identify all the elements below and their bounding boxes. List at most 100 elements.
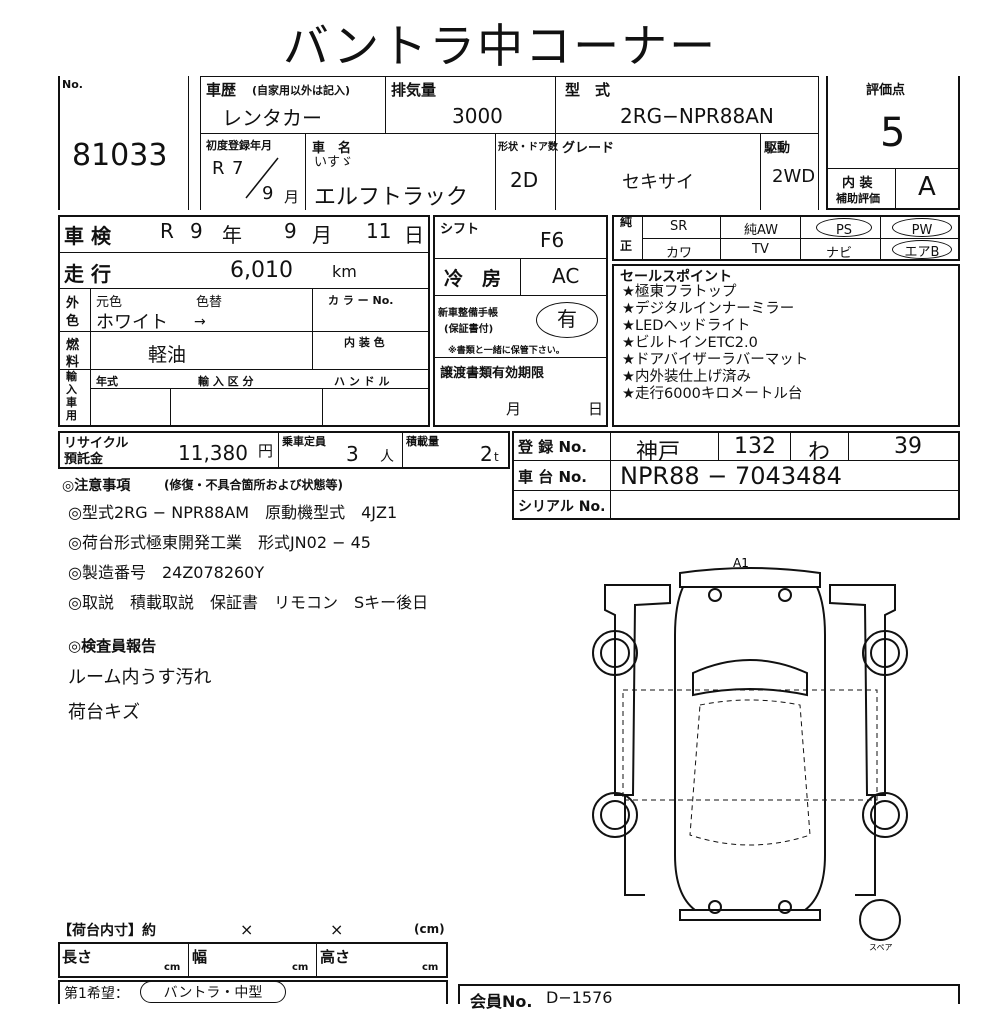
mileage-unit: km xyxy=(332,262,357,281)
history-value: レンタカー xyxy=(222,106,322,130)
change-color-label: 色替 xyxy=(196,295,223,310)
doors-value: 2D xyxy=(510,168,539,192)
capacity-unit: 人 xyxy=(380,449,394,465)
import-class-label: 輸 入 区 分 xyxy=(198,375,254,388)
manual-label: 新車整備手帳 xyxy=(438,308,498,319)
sales-point: ★走行6000キロメートル台 xyxy=(622,386,803,402)
equipment-label-1: 純 xyxy=(620,215,633,229)
first-reg-month: 9 xyxy=(262,183,274,204)
first-reg-month-unit: 月 xyxy=(284,188,300,206)
sales-point: ★デジタルインナーミラー xyxy=(622,301,795,317)
shift-block xyxy=(433,215,608,427)
no-label: No. xyxy=(62,78,83,91)
import-label-2: 入 xyxy=(66,383,77,396)
displacement-value: 3000 xyxy=(452,104,503,128)
fuel-value: 軽油 xyxy=(148,344,187,366)
member-label: 会員No. xyxy=(470,992,533,1011)
inspection-block xyxy=(58,215,430,427)
member-box xyxy=(458,984,960,1004)
car-maker: いすゞ xyxy=(314,155,354,170)
registration-area: 神戸 xyxy=(636,440,681,465)
equip-tv: TV xyxy=(752,242,769,257)
ac-value: AC xyxy=(552,264,580,288)
exterior-label-1: 外 xyxy=(66,296,80,311)
color-arrow: → xyxy=(194,314,206,330)
equip-leather: カワ xyxy=(666,246,693,261)
recycle-block xyxy=(58,431,510,469)
cargo-height-label: 高さ xyxy=(320,948,351,966)
load-value: 2 xyxy=(480,442,493,466)
recycle-label: リサイクル xyxy=(64,436,129,451)
cargo-label: 【荷台内寸】約 xyxy=(58,923,156,939)
interior-label: 内 装 xyxy=(842,176,873,191)
equip-aw: 純AW xyxy=(744,223,779,238)
sales-points-list: ★極東フラトップ ★デジタルインナーミラー ★LEDヘッドライト ★ビルトインE… xyxy=(622,284,808,403)
inspection-year-unit: 年 xyxy=(222,223,242,247)
registration-label: 登 録 No. xyxy=(518,438,588,456)
equip-sr: SR xyxy=(670,219,688,234)
cargo-table xyxy=(58,942,448,978)
mileage-label: 走 行 xyxy=(64,262,111,286)
inspection-label: 車 検 xyxy=(64,224,111,248)
load-unit: t xyxy=(494,450,499,464)
recycle-value: 11,380 xyxy=(178,441,248,465)
rating-value: 5 xyxy=(880,110,906,156)
import-year-label: 年式 xyxy=(96,375,118,388)
sales-point: ★ビルトインETC2.0 xyxy=(622,335,758,351)
equip-pw: PW xyxy=(892,218,952,238)
sales-points-label: セールスポイント xyxy=(620,269,732,285)
wish-label: 第1希望： xyxy=(64,986,129,1002)
interior-value: A xyxy=(918,172,936,202)
note-item: ◎取説 積載取説 保証書 リモコン Sキー後日 xyxy=(68,593,429,612)
registration-number: 39 xyxy=(894,434,922,459)
note-item: ◎型式2RG − NPR88AM 原動機型式 4JZ1 xyxy=(68,503,398,522)
exterior-label-2: 色 xyxy=(66,314,80,329)
doors-label: 形状・ドア数 xyxy=(498,142,558,153)
fuel-label-1: 燃 xyxy=(66,338,80,353)
manual-sub-label: (保証書付) xyxy=(444,324,494,335)
registration-block xyxy=(512,431,960,520)
ac-label: 冷 房 xyxy=(444,268,502,290)
drive-label: 駆動 xyxy=(764,141,791,156)
orig-color-label: 元色 xyxy=(96,295,123,310)
cargo-unit: (cm) xyxy=(414,922,445,936)
first-reg-era: R xyxy=(212,158,225,179)
inspection-month-unit: 月 xyxy=(312,223,332,247)
inspector-item: ルーム内うす汚れ xyxy=(68,667,212,688)
cargo-x1: × xyxy=(240,920,254,939)
inspection-year: 9 xyxy=(190,219,203,243)
sales-point: ★内外装仕上げ済み xyxy=(622,369,751,385)
transfer-label: 譲渡書類有効期限 xyxy=(440,366,545,381)
import-label-1: 輸 xyxy=(66,370,77,383)
mileage-value: 6,010 xyxy=(230,258,293,283)
sales-point: ★ドアバイザーラバーマット xyxy=(622,352,809,368)
lot-number: 81033 xyxy=(72,138,168,173)
notes-heading: ◎注意事項 xyxy=(62,478,131,494)
registration-kana: わ xyxy=(808,440,831,465)
history-note: (自家用以外は記入) xyxy=(252,84,351,97)
serial-label: シリアル No. xyxy=(518,499,606,515)
manual-value: 有 xyxy=(536,302,598,338)
shift-value: F6 xyxy=(540,228,565,252)
inspector-heading: ◎検査員報告 xyxy=(68,637,157,655)
grade-label: グレード xyxy=(562,141,615,156)
chassis-value: NPR88 − 7043484 xyxy=(620,462,842,490)
fuel-label-2: 料 xyxy=(66,355,80,370)
inspection-day-unit: 日 xyxy=(404,223,424,247)
car-name-value: エルフトラック xyxy=(314,185,469,210)
equip-navi: ナビ xyxy=(826,246,853,261)
registration-class: 132 xyxy=(734,434,776,459)
cargo-width-unit: cm xyxy=(292,962,309,973)
load-label: 積載量 xyxy=(406,435,439,448)
spare-label: スペア xyxy=(869,943,892,952)
diagram-mark: A1 xyxy=(733,556,749,570)
page-title: バントラ中コーナー xyxy=(282,19,718,73)
color-no-label: カ ラ ー No. xyxy=(328,294,394,307)
first-reg-year: 7 xyxy=(232,158,244,179)
sales-point: ★極東フラトップ xyxy=(622,284,737,300)
inspection-era: R xyxy=(160,219,174,243)
inspector-item: 荷台キズ xyxy=(68,702,140,723)
inspection-month: 9 xyxy=(284,219,297,243)
displacement-label: 排気量 xyxy=(391,81,437,99)
note-item: ◎荷台形式極東開発工業 形式JN02 − 45 xyxy=(68,533,371,552)
